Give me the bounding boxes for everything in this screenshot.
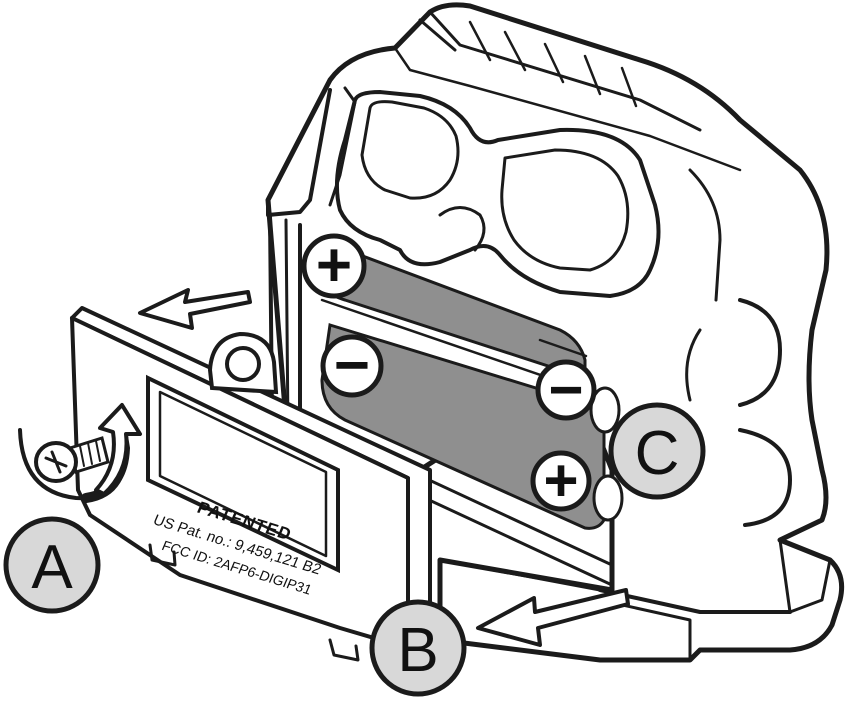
remove-arrow-icon [138,288,252,330]
screw-icon [34,436,110,483]
rotate-arrow-icon [18,403,142,503]
callout-c-label: C [635,419,680,488]
callout-a-label: A [31,533,73,602]
terminal-top-left: + [301,231,367,300]
lamp-housing [265,2,845,663]
callout-b-label: B [397,616,438,685]
callout-a: A [3,516,101,614]
plus-icon: + [543,447,578,514]
minus-icon: − [548,356,583,423]
terminal-mid-right: − [535,356,597,423]
terminal-bottom-right: + [530,447,592,514]
minus-icon: − [334,331,370,400]
remove-arrow-icon [476,588,630,647]
callout-c: C [608,402,706,500]
terminal-mid-left: − [320,331,384,400]
callout-b: B [369,599,467,697]
battery-cover-plate: PATENTED US Pat. no.: 9,459,121 B2 FCC I… [70,306,432,662]
plus-icon: + [316,231,352,300]
